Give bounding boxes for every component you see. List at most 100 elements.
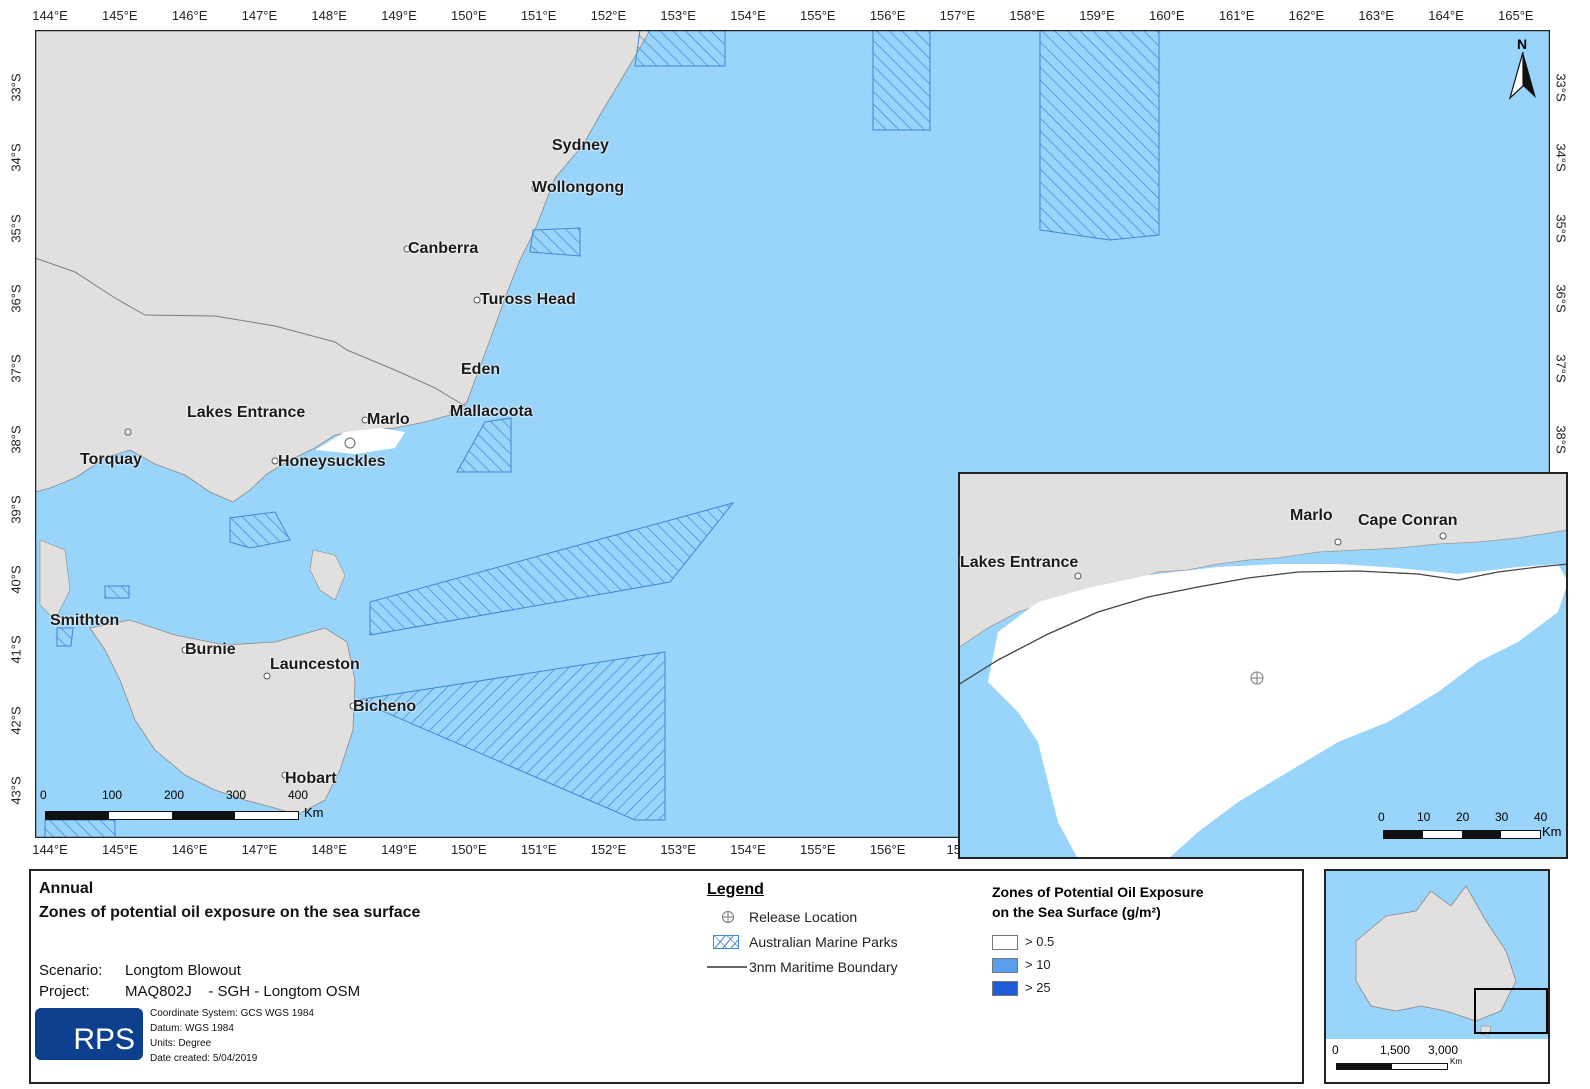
scenario-label: Scenario: xyxy=(39,962,103,979)
inset-label-cape-conran: Cape Conran xyxy=(1358,512,1458,529)
right-tick-label: 35°S xyxy=(1553,213,1569,243)
left-tick-label: 33°S xyxy=(8,73,24,102)
north-arrow-icon xyxy=(1508,52,1536,100)
left-tick-label: 37°S xyxy=(8,354,24,383)
label-sydney: Sydney xyxy=(552,137,609,154)
top-tick-label: 164°E xyxy=(1428,8,1464,23)
bottom-tick-label: 149°E xyxy=(381,842,417,857)
right-tick-label: 33°S xyxy=(1553,73,1569,102)
zone-low-swatch xyxy=(992,935,1018,950)
label-hobart: Hobart xyxy=(285,770,337,787)
boundary-line-icon xyxy=(707,966,747,968)
top-tick-label: 155°E xyxy=(800,8,836,23)
scale-tick-label: 30 xyxy=(1495,810,1509,824)
project-value: MAQ802J - SGH - Longtom OSM xyxy=(125,983,361,1000)
bottom-tick-label: 151°E xyxy=(520,842,557,857)
left-tick-label: 43°S xyxy=(8,776,24,805)
bottom-tick-label: 153°E xyxy=(660,842,696,857)
top-tick-label: 146°E xyxy=(171,8,208,23)
marine-park-d xyxy=(529,227,581,257)
bottom-tick-label: 146°E xyxy=(171,842,208,857)
top-tick-label: 158°E xyxy=(1009,8,1045,23)
datum: Datum: WGS 1984 xyxy=(150,1023,234,1034)
legend-boundary: 3nm Maritime Boundary xyxy=(749,959,898,975)
bottom-tick-label: 152°E xyxy=(590,842,627,857)
top-tick-label: 145°E xyxy=(102,8,138,23)
zone-high-label: > 25 xyxy=(1025,980,1051,995)
main-map[interactable] xyxy=(35,30,1550,838)
bottom-tick-label: 147°E xyxy=(241,842,278,857)
inset-label-lakes-entrance: Lakes Entrance xyxy=(960,554,1079,571)
zones-title-2: on the Sea Surface (g/m²) xyxy=(992,904,1161,920)
release-location-icon xyxy=(722,911,734,923)
top-tick-label: 161°E xyxy=(1218,8,1255,23)
marine-park-b xyxy=(872,30,931,131)
legend-marine-parks: Australian Marine Parks xyxy=(749,934,898,950)
label-marlo: Marlo xyxy=(367,411,410,428)
units: Units: Degree xyxy=(150,1038,212,1049)
label-mallacoota: Mallacoota xyxy=(450,403,533,420)
title-block: Annual Zones of potential oil exposure o… xyxy=(29,869,1304,1084)
label-tuross-head: Tuross Head xyxy=(480,291,576,308)
bottom-tick-label: 155°E xyxy=(800,842,836,857)
label-honeysuckles: Honeysuckles xyxy=(278,453,386,470)
scale-tick-label: 3,000 xyxy=(1428,1043,1459,1057)
top-tick-label: 163°E xyxy=(1358,8,1394,23)
label-canberra: Canberra xyxy=(408,240,479,257)
top-tick-label: 162°E xyxy=(1288,8,1325,23)
period-label: Annual xyxy=(39,880,94,897)
top-tick-label: 152°E xyxy=(590,8,627,23)
locator-extent-box xyxy=(1474,988,1548,1034)
scale-tick-label: 40 xyxy=(1534,810,1548,824)
bottom-tick-label: 145°E xyxy=(102,842,138,857)
marine-park-g xyxy=(355,651,666,821)
label-burnie: Burnie xyxy=(185,641,236,658)
top-tick-label: 165°E xyxy=(1498,8,1534,23)
locator-map xyxy=(1326,871,1548,1039)
left-tick-label: 35°S xyxy=(8,213,24,243)
top-tick-label: 159°E xyxy=(1079,8,1115,23)
label-eden: Eden xyxy=(461,361,501,378)
right-tick-label: 34°S xyxy=(1553,143,1569,172)
rps-logo: RPS xyxy=(35,1008,143,1060)
top-tick-label: 157°E xyxy=(939,8,976,23)
top-tick-label: 144°E xyxy=(32,8,68,23)
inset-map[interactable] xyxy=(958,472,1568,859)
right-tick-label: 38°S xyxy=(1553,424,1569,454)
top-tick-label: 153°E xyxy=(660,8,696,23)
zone-mid-swatch xyxy=(992,958,1018,973)
left-tick-label: 41°S xyxy=(8,635,24,665)
top-tick-label: 148°E xyxy=(311,8,347,23)
bottom-tick-label: 144°E xyxy=(32,842,68,857)
scale-tick-label: 1,500 xyxy=(1380,1043,1411,1057)
inset-exposure-zone xyxy=(988,564,1568,859)
marine-park-a xyxy=(634,30,726,67)
left-tick-label: 39°S xyxy=(8,495,24,524)
top-tick-label: 150°E xyxy=(451,8,487,23)
scale-tick-label: 200 xyxy=(164,788,185,802)
bottom-tick-label: 150°E xyxy=(451,842,487,857)
label-lakes-entrance: Lakes Entrance xyxy=(187,404,306,421)
marine-park-j xyxy=(44,819,116,838)
inset-3nm-boundary xyxy=(958,563,1568,686)
label-bicheno: Bicheno xyxy=(353,698,417,715)
top-tick-label: 160°E xyxy=(1149,8,1185,23)
marine-park-f xyxy=(369,502,735,636)
bottom-tick-label: 154°E xyxy=(730,842,766,857)
left-tick-label: 38°S xyxy=(8,424,24,454)
flinders-island xyxy=(309,549,346,601)
top-tick-label: 156°E xyxy=(869,8,906,23)
left-tick-label: 34°S xyxy=(8,143,24,172)
inset-label-marlo: Marlo xyxy=(1290,507,1333,524)
bottom-tick-label: 148°E xyxy=(311,842,347,857)
scale-tick-label: 0 xyxy=(1378,810,1385,824)
label-wollongong: Wollongong xyxy=(532,179,625,196)
scale-tick-label: 10 xyxy=(1417,810,1431,824)
map-title: Zones of potential oil exposure on the s… xyxy=(39,904,421,921)
inset-scale-unit: Km xyxy=(1542,824,1562,839)
islands-west xyxy=(39,539,71,621)
marine-park-i xyxy=(104,585,130,599)
